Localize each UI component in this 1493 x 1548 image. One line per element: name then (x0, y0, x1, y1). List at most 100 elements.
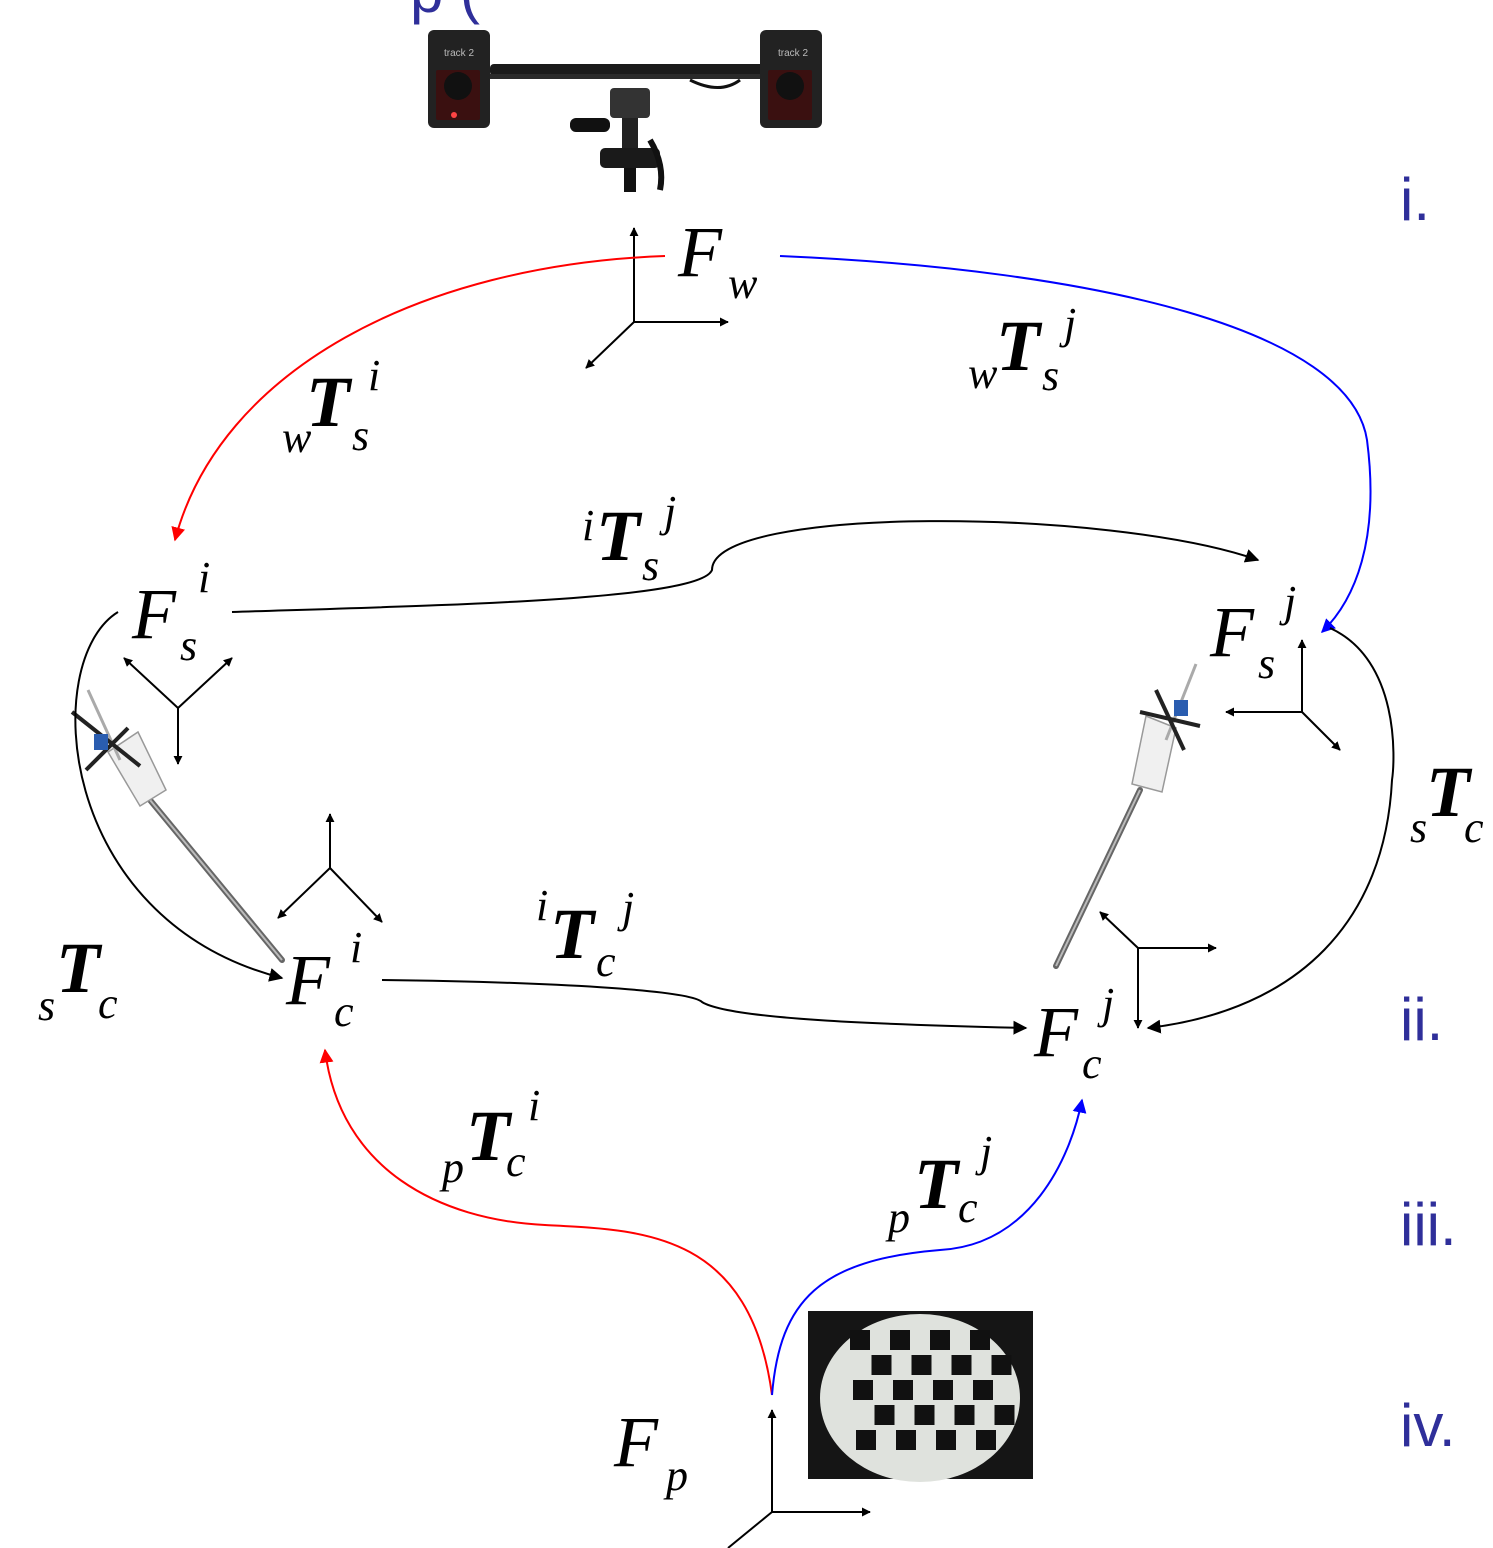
label-iTc-j-sup: j (617, 883, 634, 932)
label-pTc-i-main: T (466, 1096, 513, 1176)
checker-square (856, 1430, 876, 1450)
label-pTc-i-sub: c (506, 1137, 526, 1186)
label-sTc-right: s T c (1410, 752, 1484, 852)
label-sTc-right-main: T (1426, 752, 1473, 832)
checker-square (951, 1355, 972, 1375)
label-fw-main: F (677, 212, 723, 292)
checker-square (890, 1330, 910, 1350)
label-wTs-j: w T j s (968, 299, 1076, 400)
label-pTc-i-sup: i (528, 1081, 540, 1130)
checker-square (874, 1405, 895, 1425)
label-fw: F w (677, 212, 758, 308)
label-iTc-j-sub: c (596, 937, 616, 986)
label-iTc-j-presup: i (536, 881, 548, 930)
label-iTc-j-main: T (550, 894, 597, 974)
label-iTs-j-sup: j (659, 487, 676, 536)
label-fs-i: F i s (131, 553, 210, 670)
curve-pTc-i (319, 1048, 773, 1396)
checker-square (871, 1355, 892, 1375)
label-pTc-j-sub: c (958, 1183, 978, 1232)
checker-square (930, 1330, 950, 1350)
label-wTs-i-pre: w (282, 413, 312, 462)
label-fp-main: F (613, 1402, 659, 1482)
axes-fs-j (1225, 639, 1341, 751)
checker-square (991, 1355, 1012, 1375)
checker-square (954, 1405, 975, 1425)
checker-square (893, 1380, 913, 1400)
label-iTs-j-sub: s (642, 541, 659, 590)
checker-square (933, 1380, 953, 1400)
label-sTc-right-pre: s (1410, 803, 1427, 852)
label-fs-j-main: F (1209, 592, 1255, 672)
curve-sTc-right (1146, 627, 1395, 1034)
label-pTc-j-sup: j (975, 1127, 992, 1176)
label-fc-j-main: F (1033, 992, 1079, 1072)
label-sTc-left-sub: c (98, 979, 118, 1028)
checkerboard-image (808, 1311, 1033, 1482)
label-wTs-j-main: T (996, 306, 1043, 386)
curve-wTs-i (171, 255, 666, 542)
label-fs-j-sub: s (1258, 639, 1275, 688)
label-sTc-left: s T c (38, 928, 118, 1030)
checker-square (936, 1430, 956, 1450)
checker-square (994, 1405, 1015, 1425)
label-fc-i-main: F (285, 940, 331, 1020)
checker-square (914, 1405, 935, 1425)
checker-square (853, 1380, 873, 1400)
label-fc-j: F j c (1033, 979, 1114, 1088)
label-pTc-j-main: T (914, 1144, 961, 1224)
label-fc-i-sub: c (334, 987, 354, 1036)
label-fs-i-sub: s (180, 621, 197, 670)
instrument-image-left (70, 689, 285, 963)
label-fc-i-sup: i (350, 923, 362, 972)
label-wTs-i-main: T (306, 362, 353, 442)
label-sTc-right-sub: c (1464, 803, 1484, 852)
label-fc-j-sup: j (1097, 979, 1114, 1028)
label-pTc-j-pre: p (885, 1193, 910, 1242)
label-wTs-i-sup: i (368, 351, 380, 400)
label-fp-sub: p (663, 1451, 688, 1500)
tracker-image: track 2 track 2 (428, 30, 822, 192)
label-fs-i-sup: i (198, 553, 210, 602)
curve-iTs-j (231, 520, 1260, 613)
label-iTs-j-presup: i (582, 501, 594, 550)
label-iTs-j: i T j s (582, 487, 676, 590)
label-fw-sub: w (728, 259, 758, 308)
label-pTc-i-pre: p (439, 1143, 464, 1192)
list-marker-iv: iv. (1400, 1392, 1456, 1459)
checker-square (896, 1430, 916, 1450)
curve-sTc-left (74, 611, 284, 982)
checker-square (973, 1380, 993, 1400)
label-pTc-j: p T j c (885, 1127, 992, 1242)
label-iTs-j-main: T (596, 496, 643, 576)
label-sTc-left-main: T (56, 928, 103, 1008)
list-marker-i: i. (1400, 166, 1430, 233)
label-fc-j-sub: c (1082, 1039, 1102, 1088)
label-sTc-left-pre: s (38, 981, 55, 1030)
label-fc-i: F i c (285, 923, 362, 1036)
curve-wTs-j (779, 255, 1372, 633)
list-marker-ii: ii. (1400, 986, 1443, 1053)
label-wTs-j-pre: w (968, 349, 998, 398)
curve-iTc-j (381, 979, 1028, 1035)
label-wTs-i-sub: s (352, 411, 369, 460)
label-iTc-j: i T j c (536, 881, 634, 986)
curve-pTc-j (771, 1098, 1087, 1396)
axes-fw (585, 227, 729, 369)
label-fs-i-main: F (131, 574, 177, 654)
label-wTs-j-sup: j (1059, 299, 1076, 348)
axes-fp (727, 1409, 871, 1548)
list-markers: i. ii. iii. iv. (1400, 166, 1457, 1459)
axes-fs-i (123, 657, 233, 765)
tracker-brand-left: track 2 (444, 48, 474, 59)
header-partial-title: p ( (410, 0, 480, 25)
label-fs-j-sup: j (1279, 577, 1296, 626)
label-wTs-i: w T i s (282, 351, 380, 462)
instrument-image-right (1053, 663, 1201, 969)
list-marker-iii: iii. (1400, 1191, 1457, 1258)
label-pTc-i: p T i c (439, 1081, 540, 1192)
label-wTs-j-sub: s (1042, 351, 1059, 400)
axes-fc-i (277, 813, 383, 923)
label-fp: F p (613, 1402, 688, 1500)
